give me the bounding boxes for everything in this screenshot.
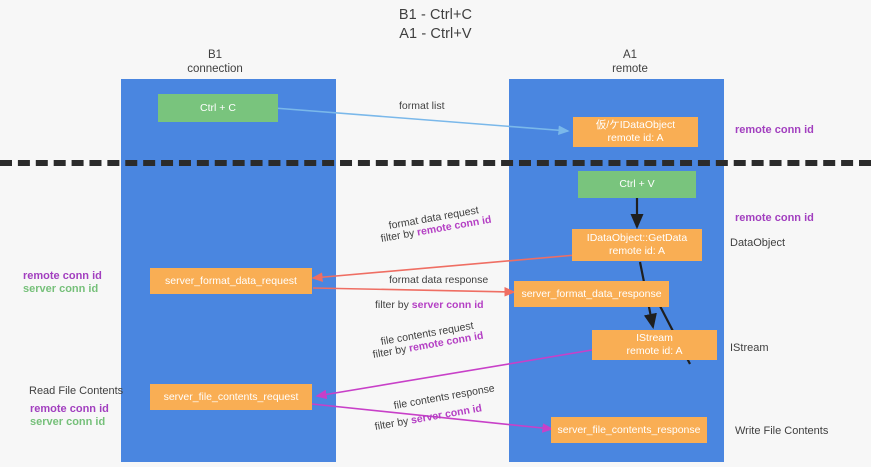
page-title-line-1: B1 - Ctrl+C	[398, 7, 473, 23]
caption-format-data-response-filter-key: server conn id	[411, 299, 484, 311]
node-server-format-data-request[interactable]: server_format_data_request	[150, 268, 312, 294]
node-ctrl-v[interactable]: Ctrl + V	[578, 171, 696, 198]
edge-format-data-response	[312, 287, 516, 297]
page-title-line-2: A1 - Ctrl+V	[399, 26, 472, 42]
label-remote-conn-id-top: remote conn id	[735, 124, 814, 136]
caption-format-data-request-filter-prefix: filter by	[379, 226, 419, 245]
page-title: B1 - Ctrl+C A1 - Ctrl+V	[0, 6, 871, 44]
node-ctrl-v-label: Ctrl + V	[619, 178, 655, 190]
caption-format-data-response: format data response	[389, 274, 489, 286]
node-idataobject[interactable]: 仮/ケIDataObject remote id: A	[573, 117, 698, 147]
label-remote-conn-id-mid: remote conn id	[735, 212, 814, 224]
node-server-file-contents-response-label: server_file_contents_response	[557, 423, 701, 436]
caption-format-list: format list	[399, 100, 445, 112]
node-istream-line-1: IStream	[636, 332, 673, 344]
node-istream-line-2: remote id: A	[626, 345, 683, 357]
caption-format-data-response-filter: filter by server conn id	[375, 299, 484, 312]
label-left-server-conn-id-mid: server conn id	[23, 283, 99, 295]
label-istream: IStream	[730, 342, 769, 354]
phase-divider	[0, 160, 871, 166]
column-header-a1: A1 remote	[565, 48, 695, 76]
column-header-a1-name: A1	[622, 49, 638, 61]
label-read-file-contents: Read File Contents	[29, 385, 124, 397]
column-header-a1-role: remote	[612, 63, 648, 75]
node-istream[interactable]: IStream remote id: A	[592, 330, 717, 360]
caption-file-contents-response-filter-prefix: filter by	[373, 414, 413, 433]
node-server-format-data-request-label: server_format_data_request	[165, 274, 297, 287]
node-idataobject-getdata[interactable]: IDataObject::GetData remote id: A	[572, 229, 702, 261]
label-data-object: DataObject	[730, 237, 786, 249]
node-server-file-contents-response[interactable]: server_file_contents_response	[551, 417, 707, 443]
node-getdata-line-2: remote id: A	[608, 245, 666, 257]
node-idataobject-line-2: remote id: A	[607, 132, 664, 144]
node-ctrl-c-label: Ctrl + C	[200, 101, 236, 114]
node-server-file-contents-request[interactable]: server_file_contents_request	[150, 384, 312, 410]
label-left-server-conn-id-bottom: server conn id	[30, 416, 106, 428]
label-left-remote-conn-id-mid: remote conn id	[23, 270, 102, 282]
label-left-remote-conn-id-bottom: remote conn id	[30, 403, 109, 415]
column-header-b1-role: connection	[187, 63, 243, 75]
column-header-b1-name: B1	[207, 49, 223, 61]
node-idataobject-line-1: 仮/ケIDataObject	[595, 119, 676, 131]
node-server-format-data-response-label: server_format_data_response	[521, 287, 662, 300]
node-server-file-contents-request-label: server_file_contents_request	[163, 390, 299, 403]
label-write-file-contents: Write File Contents	[735, 425, 829, 437]
node-server-format-data-response[interactable]: server_format_data_response	[514, 281, 669, 307]
caption-file-contents-request-filter-prefix: filter by	[371, 342, 411, 361]
node-ctrl-c[interactable]: Ctrl + C	[158, 94, 278, 122]
node-getdata-line-1: IDataObject::GetData	[586, 232, 688, 244]
caption-format-data-response-filter-prefix: filter by	[375, 299, 412, 311]
column-header-b1: B1 connection	[150, 48, 280, 76]
